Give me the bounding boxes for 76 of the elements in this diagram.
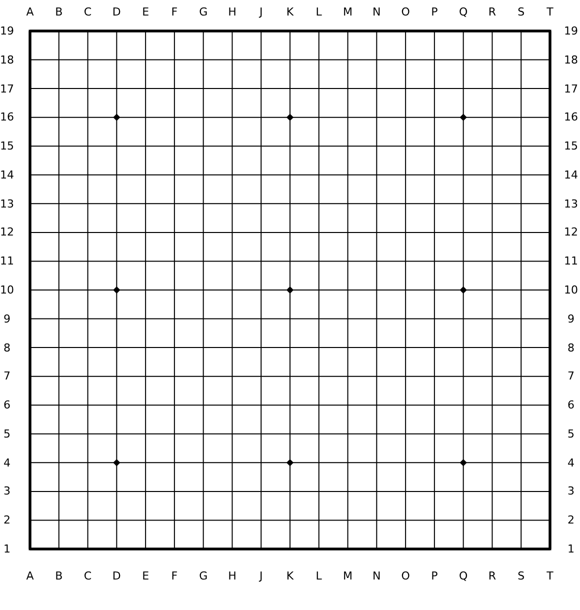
row-label: 19 [564,24,578,38]
row-label: 10 [564,284,578,296]
row-label: 4 [4,456,10,470]
column-label: K [286,6,294,18]
column-label: M [343,6,353,18]
row-label: 1 [568,542,574,556]
column-label: E [142,570,150,582]
column-label: M [343,570,353,582]
column-label: G [199,6,208,18]
column-label: G [199,570,208,582]
row-label: 11 [0,254,14,268]
row-label: 16 [0,110,14,124]
row-label: 3 [568,484,574,498]
column-label: A [26,570,34,582]
row-label: 14 [564,168,578,182]
row-label: 16 [564,110,578,124]
column-label: F [171,6,178,18]
row-label: 18 [564,53,578,66]
column-label: S [518,6,525,18]
column-label: T [546,6,554,18]
column-label: K [286,570,294,582]
column-label: Q [459,570,468,582]
row-label: 10 [0,284,14,296]
row-label: 6 [4,398,10,412]
row-label: 7 [4,370,10,383]
row-label: 5 [4,427,10,440]
row-label: 13 [0,197,14,210]
column-label: E [142,6,150,18]
column-label: H [228,570,236,582]
column-label: J [259,570,263,582]
row-label: 9 [568,312,574,326]
column-label: O [401,6,410,18]
row-label: 2 [4,514,10,527]
column-label: S [518,570,525,582]
column-label: N [372,570,381,582]
column-label: A [26,6,34,18]
column-label: C [84,570,92,582]
row-label: 9 [4,312,10,326]
column-label: D [112,570,121,582]
row-label: 13 [564,197,578,210]
column-label: R [488,6,496,18]
row-label: 1 [4,542,10,556]
row-label: 14 [0,168,14,182]
column-label: L [316,570,322,582]
column-label: B [55,570,63,582]
row-label: 12 [564,226,578,239]
column-label: P [431,570,438,582]
row-label: 5 [568,427,574,440]
row-label: 12 [0,226,14,239]
row-label: 4 [568,456,574,470]
column-label: R [488,570,496,582]
column-label: T [546,570,554,582]
row-label: 17 [0,82,14,96]
row-label: 15 [0,140,14,153]
row-label: 6 [568,398,574,412]
column-label: J [259,6,263,18]
column-label: Q [459,6,468,18]
row-label: 8 [568,341,574,354]
row-label: 18 [0,53,14,66]
column-label: C [84,6,92,18]
row-label: 11 [564,254,578,268]
column-label: F [171,570,178,582]
row-label: 7 [568,370,574,383]
column-label: H [228,6,236,18]
column-label: P [431,6,438,18]
row-label: 17 [564,82,578,96]
row-label: 15 [564,140,578,153]
row-label: 2 [568,514,574,527]
column-label: L [316,6,322,18]
column-label: O [401,570,410,582]
row-label: 3 [4,484,10,498]
column-label: B [55,6,63,18]
row-label: 8 [4,341,10,354]
column-label: N [372,6,381,18]
row-label: 19 [0,24,14,38]
column-label: D [112,6,121,18]
